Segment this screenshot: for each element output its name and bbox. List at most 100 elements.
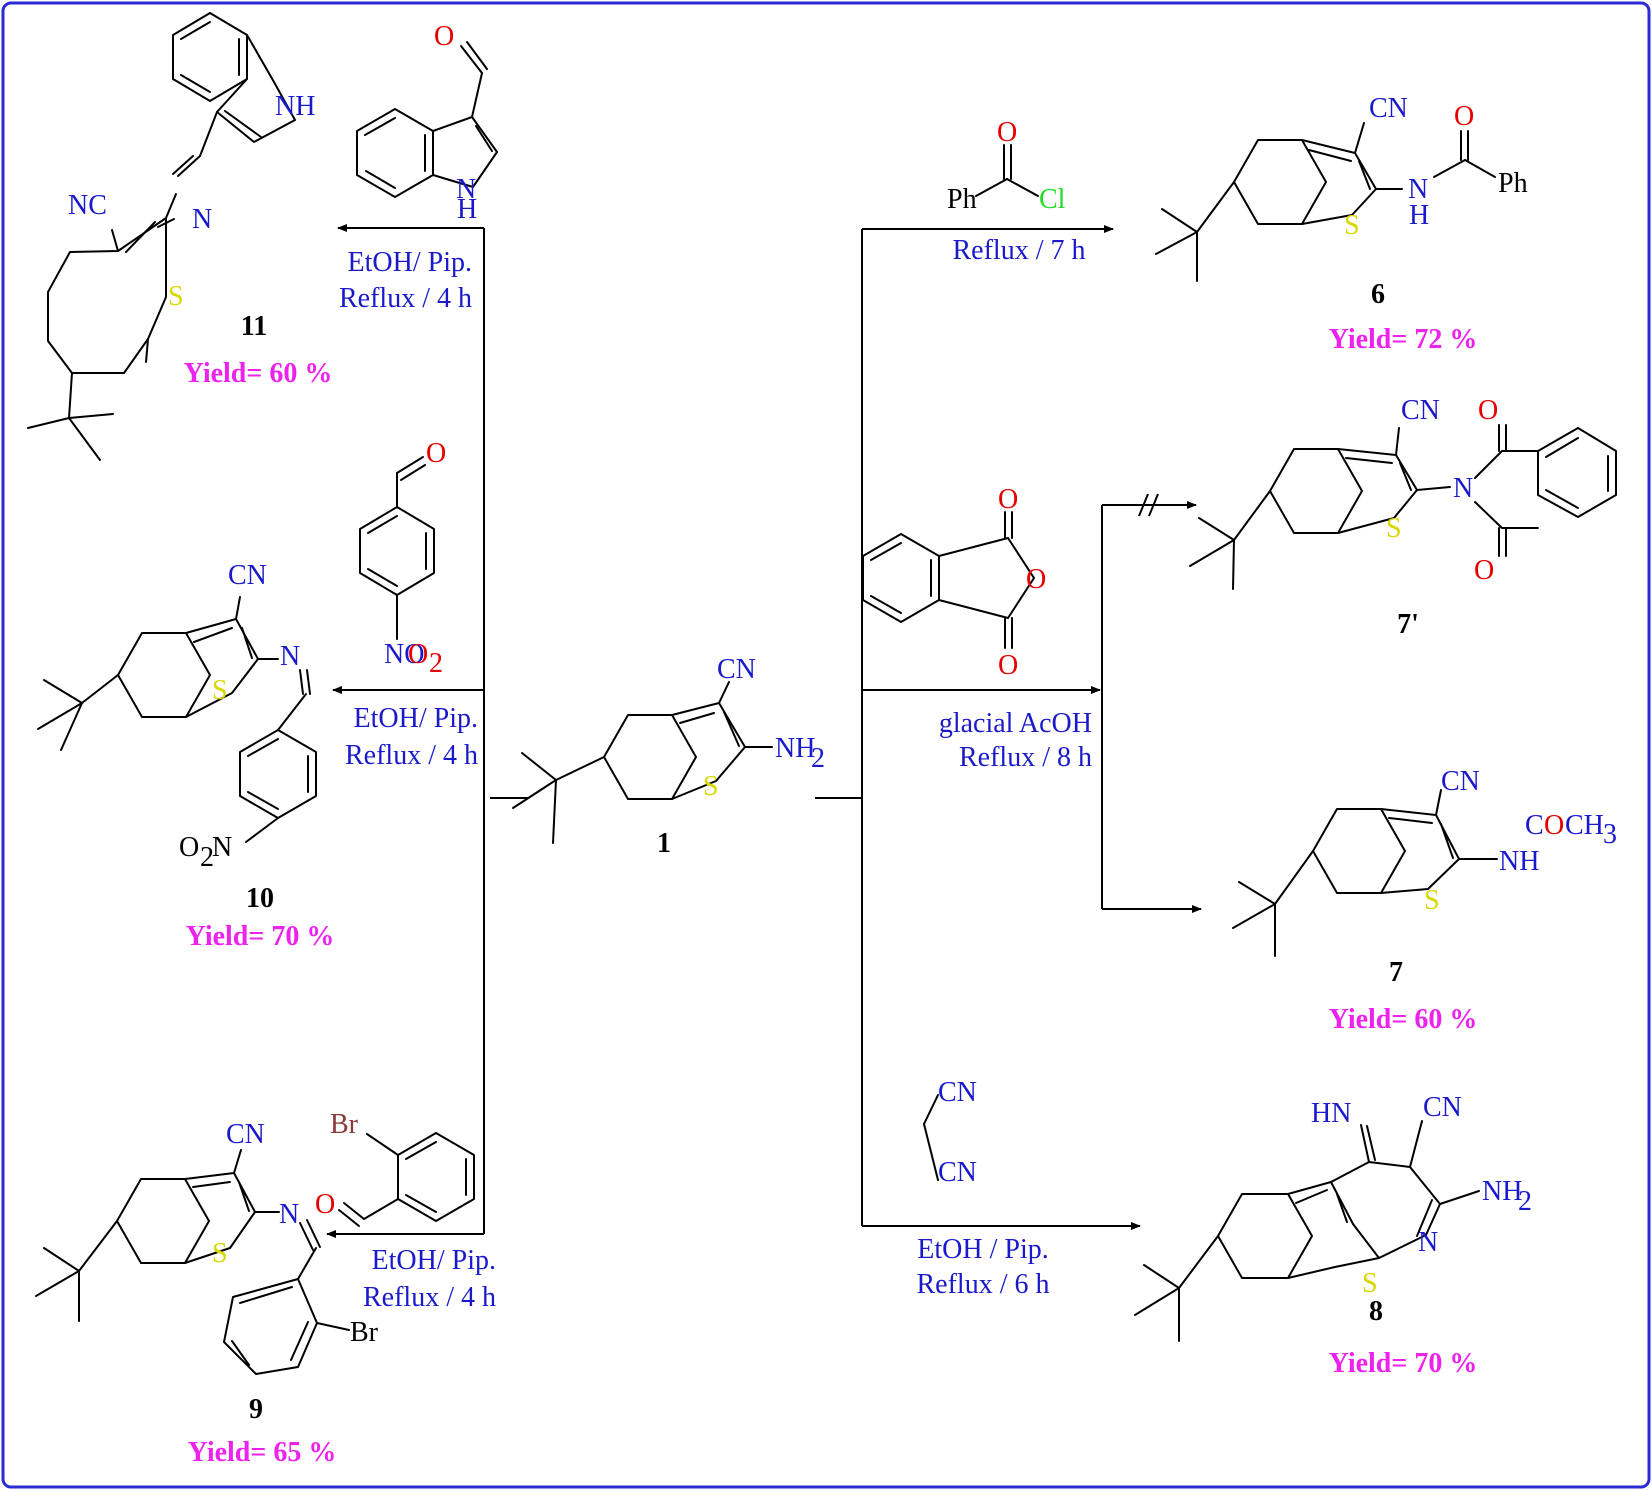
- compound-label-10: 10: [246, 883, 274, 914]
- atom-n: N: [456, 174, 476, 205]
- atom-nh: NH: [275, 91, 315, 122]
- atom-n: N: [1408, 174, 1428, 205]
- atom-cn: CN: [226, 1119, 265, 1150]
- atom-o: O: [426, 438, 446, 469]
- atom-coch3-c: C: [1525, 810, 1544, 841]
- cond-6-time: Reflux / 7 h: [953, 235, 1086, 266]
- atom-o: O: [1478, 395, 1498, 426]
- atom-o: O: [998, 484, 1018, 515]
- atom-nh2: NH: [775, 733, 815, 764]
- cond-11-time: Reflux / 4 h: [339, 283, 472, 314]
- atom-coch3-sub: 3: [1603, 819, 1617, 850]
- atom-o: O: [997, 117, 1017, 148]
- atom-o: O: [434, 21, 454, 52]
- compound-7: CN S NH C O CH 3 7 Yield= 60 %: [1232, 766, 1617, 1035]
- reagent-bromobenzaldehyde: Br O: [315, 1109, 475, 1227]
- atom-o2n-n: N: [212, 832, 232, 863]
- atom-n: N: [192, 204, 212, 235]
- cond-9-solvent: EtOH/ Pip.: [372, 1245, 496, 1276]
- atom-nh2-sub: 2: [811, 743, 825, 774]
- atom-o: O: [1474, 555, 1494, 586]
- atom-cn: CN: [228, 560, 267, 591]
- atom-cn: CN: [938, 1077, 977, 1108]
- atom-h: H: [457, 194, 477, 225]
- atom-br: Br: [330, 1109, 359, 1140]
- compound-label-6: 6: [1371, 279, 1385, 310]
- cond-7-time: Reflux / 8 h: [959, 742, 1092, 773]
- atom-nc: NC: [68, 190, 107, 221]
- atom-cn: CN: [938, 1157, 977, 1188]
- atom-nh2: NH: [1482, 1176, 1522, 1207]
- reagent-benzoyl-chloride: Ph O Cl: [947, 117, 1066, 215]
- atom-n: N: [280, 641, 300, 672]
- cond-11-solvent: EtOH/ Pip.: [348, 247, 472, 278]
- atom-o2n-o: O: [179, 832, 199, 863]
- atom-n: N: [1418, 1227, 1438, 1258]
- compound-9: CN S N Br 9 Yield= 65 %: [35, 1119, 379, 1468]
- atom-s: S: [1362, 1268, 1378, 1299]
- atom-coch3-ch: CH: [1565, 810, 1604, 841]
- atom-h: H: [1409, 200, 1429, 231]
- compound-label-8: 8: [1369, 1296, 1383, 1327]
- conditions: EtOH/ Pip. Reflux / 4 h EtOH/ Pip. Reflu…: [339, 235, 1092, 1313]
- atom-cn: CN: [1441, 766, 1480, 797]
- compound-10: CN S N O 2 N 10 Yield= 70 %: [37, 560, 335, 952]
- atom-o2n-sub: 2: [200, 842, 214, 873]
- compound-label-11: 11: [241, 311, 267, 342]
- atom-s: S: [168, 281, 184, 312]
- atom-no2-o: O: [408, 639, 428, 670]
- atom-coch3-o: O: [1544, 810, 1564, 841]
- atom-no2: NO: [384, 639, 424, 670]
- yield-7: Yield= 60 %: [1329, 1004, 1478, 1035]
- compound-8: HN CN NH 2 N S 8 Yield= 70 %: [1134, 1092, 1532, 1379]
- compound-label-1: 1: [657, 828, 671, 859]
- compound-label-7prime: 7': [1397, 609, 1419, 640]
- cond-10-time: Reflux / 4 h: [345, 740, 478, 771]
- reagent-indole-carbaldehyde: O N H: [356, 21, 498, 225]
- cond-9-time: Reflux / 4 h: [363, 1282, 496, 1313]
- yield-10: Yield= 70 %: [186, 921, 335, 952]
- atom-s: S: [212, 675, 228, 706]
- reagent-nitrobenzaldehyde: O NO O 2: [359, 438, 446, 679]
- atom-br: Br: [350, 1317, 379, 1348]
- atom-s: S: [212, 1238, 228, 1269]
- compound-1: CN S NH 2 1: [512, 654, 825, 859]
- cond-8-time: Reflux / 6 h: [917, 1269, 1050, 1300]
- compound-6: CN S N H O Ph 6 Yield= 72 %: [1155, 93, 1528, 355]
- yield-6: Yield= 72 %: [1329, 324, 1478, 355]
- compound-11: NH NC N S 11 Yield= 60 %: [27, 12, 332, 461]
- cond-8-solvent: EtOH / Pip.: [917, 1234, 1048, 1265]
- atom-cn: CN: [1401, 395, 1440, 426]
- atom-o: O: [998, 650, 1018, 681]
- atom-s: S: [1386, 513, 1402, 544]
- reaction-arrows: [326, 224, 1202, 1238]
- atom-o: O: [315, 1189, 335, 1220]
- yield-9: Yield= 65 %: [188, 1437, 337, 1468]
- compound-label-9: 9: [249, 1394, 263, 1425]
- cond-7-solvent: glacial AcOH: [939, 708, 1092, 739]
- yield-8: Yield= 70 %: [1329, 1348, 1478, 1379]
- reagent-phthalic-anhydride: O O O: [862, 484, 1046, 681]
- atom-ph: Ph: [1498, 168, 1528, 199]
- atom-o: O: [1454, 101, 1474, 132]
- atom-no2-sub: 2: [429, 648, 443, 679]
- atom-cn: CN: [1369, 93, 1408, 124]
- cond-10-solvent: EtOH/ Pip.: [354, 703, 478, 734]
- atom-cn: CN: [1423, 1092, 1462, 1123]
- atom-s: S: [1424, 885, 1440, 916]
- atom-o: O: [1026, 564, 1046, 595]
- atom-n: N: [1453, 473, 1473, 504]
- compound-7prime: CN S N O O 7': [1189, 395, 1617, 640]
- atom-cn: CN: [717, 654, 756, 685]
- atom-ph: Ph: [947, 184, 977, 215]
- atom-hn: HN: [1311, 1098, 1351, 1129]
- atom-s: S: [1344, 210, 1360, 241]
- reagent-malononitrile: CN CN: [923, 1077, 977, 1188]
- atom-nh2-sub: 2: [1518, 1186, 1532, 1217]
- atom-nh: NH: [1499, 846, 1539, 877]
- atom-n: N: [279, 1199, 299, 1230]
- atom-s: S: [703, 771, 719, 802]
